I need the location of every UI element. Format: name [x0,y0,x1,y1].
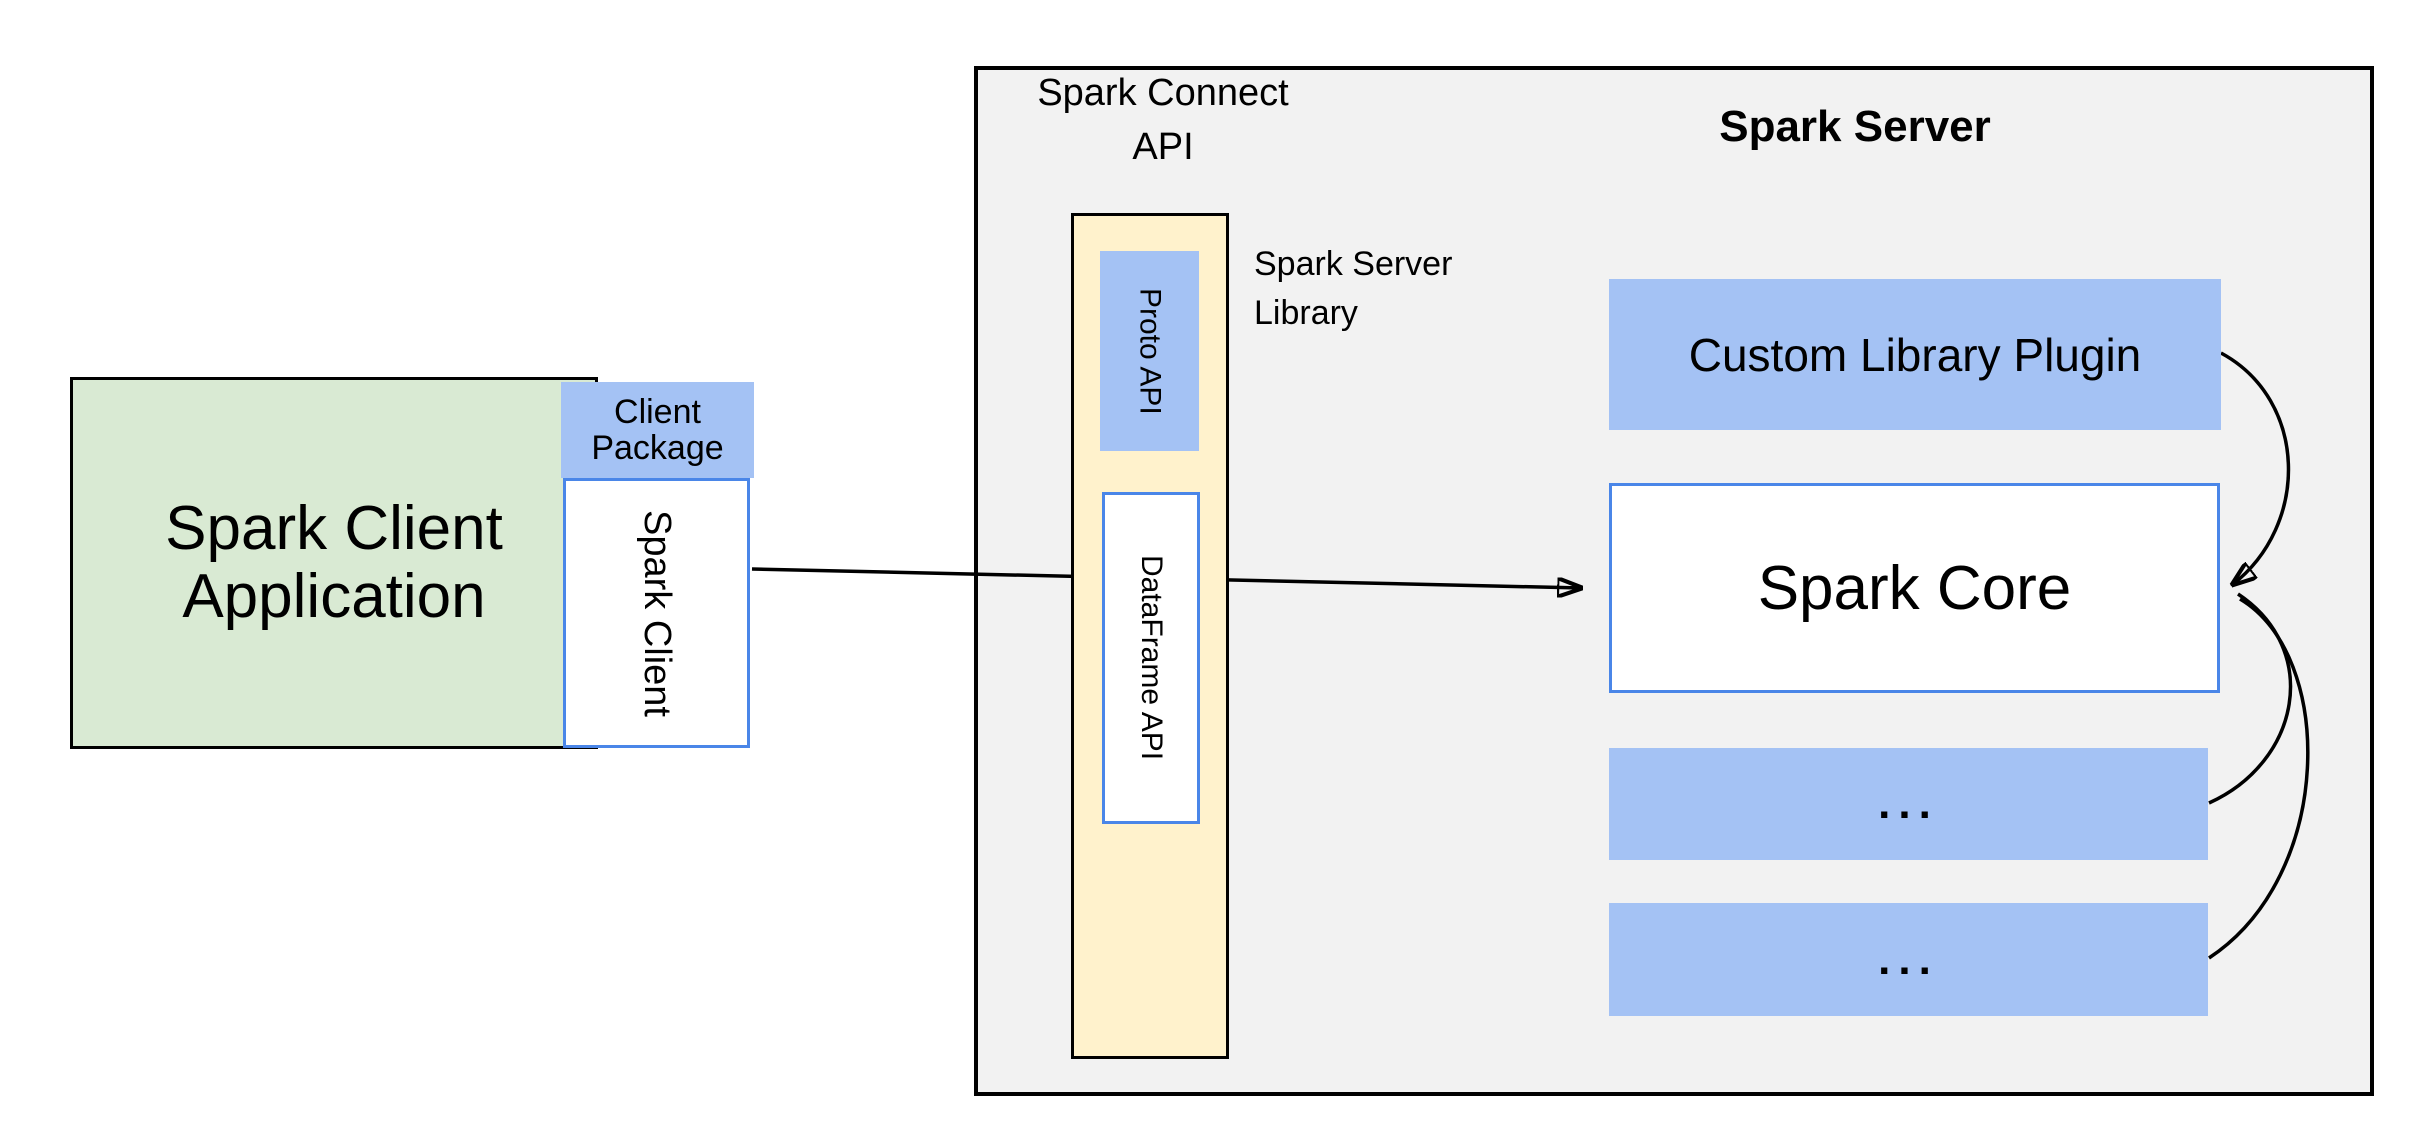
proto-api-box: Proto API [1100,251,1199,451]
more-components-box-1: ... [1609,748,2208,860]
dataframe-api-label: DataFrame API [1135,555,1168,761]
proto-api-label: Proto API [1133,287,1167,415]
more-components-box-2: ... [1609,903,2208,1016]
spark-server-title: Spark Server [1719,102,1991,151]
spark-server-library-label: Spark Server Library [1254,245,1453,332]
spark-client-application-box: Spark Client Application [70,377,598,749]
spark-core-box: Spark Core [1609,483,2220,693]
ellipsis-label: ... [1878,779,1939,828]
spark-connect-api-label: Spark Connect API [1037,72,1289,168]
spark-client-box: Spark Client [563,478,750,748]
client-package-box: Client Package [561,382,754,478]
ellipsis-label: ... [1878,934,1939,984]
spark-client-label: Spark Client [636,509,678,717]
custom-library-plugin-box: Custom Library Plugin [1609,279,2221,430]
dataframe-api-box: DataFrame API [1102,492,1200,824]
